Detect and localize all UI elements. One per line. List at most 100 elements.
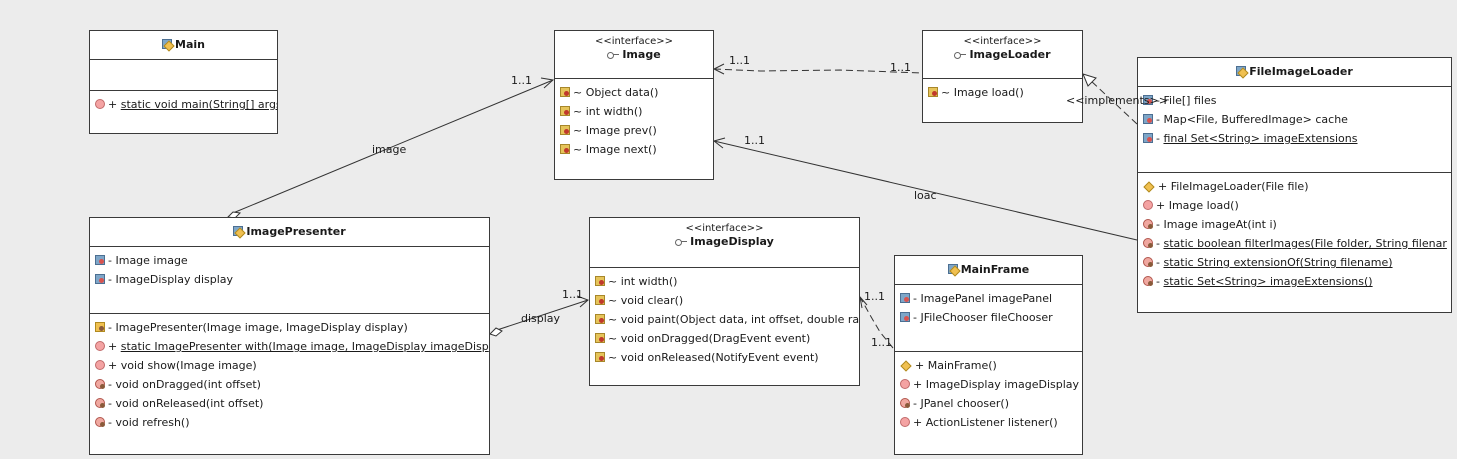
private-method-icon (95, 379, 105, 389)
private-method-icon (95, 398, 105, 408)
methods-section: ~ Object data() ~ int width() ~ Image pr… (555, 79, 713, 159)
package-method-icon (560, 144, 570, 154)
method-row: ~ Image next() (555, 140, 713, 159)
class-header: <<interface>> Image (555, 36, 713, 79)
package-method-icon (595, 352, 605, 362)
constructor-icon (1143, 181, 1155, 193)
field-row: - Map<File, BufferedImage> cache (1138, 110, 1451, 129)
arrowhead-icon (712, 137, 726, 149)
method-row: ~ void onReleased(NotifyEvent event) (590, 348, 859, 367)
methods-section: ~ int width() ~ void clear() ~ void pain… (590, 268, 859, 367)
arrowhead-icon (540, 77, 555, 89)
package-method-icon (560, 125, 570, 135)
method-row: ~ void paint(Object data, int offset, do… (590, 310, 859, 329)
stereotype-label: <<interface>> (963, 36, 1042, 47)
method-row: - JPanel chooser() (895, 394, 1082, 413)
pub-icon (900, 417, 910, 427)
private-method-icon (900, 398, 910, 408)
class-header: <<interface>> ImageLoader (923, 36, 1082, 79)
method-row: - ImagePresenter(Image image, ImageDispl… (90, 318, 489, 337)
class-main-frame[interactable]: MainFrame - ImagePanel imagePanel - JFil… (894, 255, 1083, 455)
class-name: MainFrame (960, 263, 1030, 276)
private-method-icon (1143, 219, 1153, 229)
method-row: - void onDragged(int offset) (90, 375, 489, 394)
multiplicity-label: 1..1 (864, 290, 885, 303)
edge-label-loader: loac (914, 189, 937, 202)
class-icon (162, 39, 172, 49)
class-name: FileImageLoader (1249, 65, 1353, 78)
interface-icon (954, 51, 967, 59)
aggregation-diamond-icon (489, 327, 503, 337)
methods-section: - ImagePresenter(Image image, ImageDispl… (90, 313, 489, 432)
method-row: - static String extensionOf(String filen… (1138, 253, 1451, 272)
field-icon (900, 312, 910, 322)
multiplicity-label: 1..1 (562, 288, 583, 301)
field-row: - JFileChooser fileChooser (895, 308, 1082, 327)
field-icon (1143, 95, 1153, 105)
class-icon (1236, 66, 1247, 76)
multiplicity-label: 1..1 (729, 54, 750, 67)
method-row: - Image imageAt(int i) (1138, 215, 1451, 234)
class-header: <<interface>> ImageDisplay (590, 223, 859, 268)
method-row: ~ Image load() (923, 83, 1082, 102)
fields-section (90, 60, 277, 90)
fields-section: - File[] files - Map<File, BufferedImage… (1138, 87, 1451, 172)
package-method-icon (928, 87, 938, 97)
interface-icon (607, 51, 620, 59)
package-method-icon (560, 106, 570, 116)
class-name: ImagePresenter (246, 225, 346, 238)
method-row: - void onReleased(int offset) (90, 394, 489, 413)
method-row: + Image load() (1138, 196, 1451, 215)
interface-icon (675, 238, 688, 246)
method-row: ~ void clear() (590, 291, 859, 310)
field-row: - ImagePanel imagePanel (895, 289, 1082, 308)
method-row: + FileImageLoader(File file) (1138, 177, 1451, 196)
multiplicity-label: 1..1 (744, 134, 765, 147)
field-row: - ImageDisplay display (90, 270, 489, 289)
class-header: MainFrame (895, 256, 1082, 285)
class-name: ImageLoader (969, 48, 1051, 61)
method-row: - static boolean filterImages(File folde… (1138, 234, 1451, 253)
private-method-icon (1143, 238, 1153, 248)
arrowhead-icon (712, 63, 725, 75)
field-row: - Image image (90, 251, 489, 270)
multiplicity-label: 1..1 (871, 336, 892, 349)
field-icon (1143, 114, 1153, 124)
interface-image-display[interactable]: <<interface>> ImageDisplay ~ int width()… (589, 217, 860, 386)
fields-section: - ImagePanel imagePanel - JFileChooser f… (895, 285, 1082, 351)
multiplicity-label: 1..1 (511, 74, 532, 87)
methods-section: + MainFrame() + ImageDisplay imageDispla… (895, 351, 1082, 432)
method-row: + void show(Image image) (90, 356, 489, 375)
method-row: + ActionListener listener() (895, 413, 1082, 432)
package-method-icon (560, 87, 570, 97)
pub-icon (1143, 200, 1153, 210)
fields-section: - Image image - ImageDisplay display (90, 247, 489, 313)
method-row: - void refresh() (90, 413, 489, 432)
class-main[interactable]: Main + static void main(String[] args (89, 30, 278, 134)
method-row: + static void main(String[] args (90, 95, 277, 114)
package-method-icon (595, 314, 605, 324)
method-row: ~ int width() (555, 102, 713, 121)
class-image-presenter[interactable]: ImagePresenter - Image image - ImageDisp… (89, 217, 490, 455)
edge-label-image: image (372, 143, 407, 156)
interface-image-loader[interactable]: <<interface>> ImageLoader ~ Image load() (922, 30, 1083, 123)
method-row: + ImageDisplay imageDisplay (895, 375, 1082, 394)
class-header: ImagePresenter (90, 218, 489, 247)
method-row: ~ int width() (590, 272, 859, 291)
stereotype-label: <<interface>> (685, 223, 764, 234)
method-row: + static ImagePresenter with(Image image… (90, 337, 489, 356)
field-icon (900, 293, 910, 303)
private-method-icon (1143, 257, 1153, 267)
interface-image[interactable]: <<interface>> Image ~ Object data() ~ in… (554, 30, 714, 180)
method-row: + MainFrame() (895, 356, 1082, 375)
pub-icon (95, 99, 105, 109)
private-method-icon (95, 417, 105, 427)
package-method-icon (595, 295, 605, 305)
field-icon (95, 274, 105, 284)
method-row: ~ Object data() (555, 83, 713, 102)
method-signature: static void main(String[] args (120, 98, 278, 111)
multiplicity-label: 1..1 (890, 61, 911, 74)
class-file-image-loader[interactable]: FileImageLoader - File[] files - Map<Fil… (1137, 57, 1452, 313)
class-name: Image (622, 48, 661, 61)
